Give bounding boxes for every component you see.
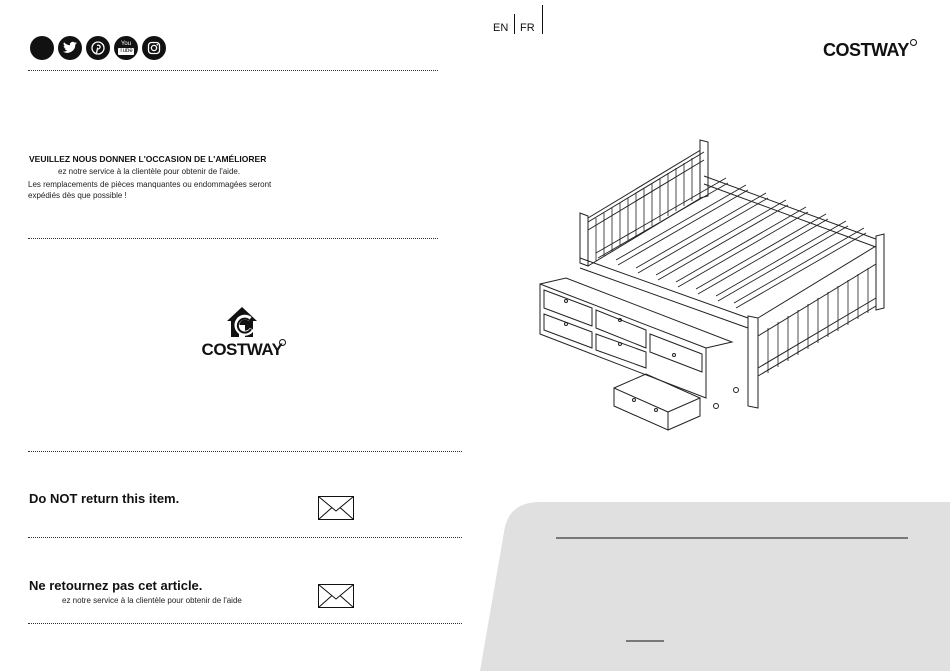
envelope-icon — [318, 496, 354, 520]
youtube-text-top: You — [120, 41, 132, 47]
center-logo-brand: COSTWAY — [201, 340, 283, 359]
center-logo: COSTWAY — [194, 305, 290, 360]
divider-3 — [28, 451, 462, 452]
instagram-icon[interactable] — [142, 36, 166, 60]
lang-separator — [514, 14, 515, 34]
youtube-text-bottom: Tube — [118, 48, 134, 55]
twitter-icon[interactable] — [58, 36, 82, 60]
registered-circle-icon — [910, 39, 917, 46]
daybed-illustration — [539, 139, 885, 431]
gray-panel — [480, 502, 950, 671]
envelope-icon — [318, 584, 354, 608]
feedback-heading: VEUILLEZ NOUS DONNER L'OCCASION DE L'AMÉ… — [29, 154, 267, 164]
lang-en[interactable]: EN — [493, 22, 509, 34]
social-icons: You Tube — [30, 36, 166, 60]
divider-2 — [28, 238, 438, 239]
feedback-line-3: expédiés dès que possible ! — [28, 191, 127, 200]
return-fr-title: Ne retournez pas cet article. — [29, 578, 203, 593]
divider-5 — [28, 623, 462, 624]
divider-1 — [28, 70, 438, 71]
house-logo-icon — [227, 307, 257, 337]
return-fr-subtitle: ez notre service à la clientèle pour obt… — [62, 596, 242, 605]
feedback-line-1: ez notre service à la clientèle pour obt… — [58, 167, 241, 176]
feedback-line-2: Les remplacements de pièces manquantes o… — [28, 180, 272, 189]
pinterest-icon[interactable] — [86, 36, 110, 60]
facebook-icon[interactable] — [30, 36, 54, 60]
lang-fr[interactable]: FR — [520, 22, 535, 34]
divider-4 — [28, 537, 462, 538]
brand-logo: COSTWAY — [823, 40, 909, 60]
lang-separator-right — [542, 5, 543, 34]
registered-circle-icon — [279, 339, 286, 346]
return-en-title: Do NOT return this item. — [29, 491, 180, 506]
youtube-icon[interactable]: You Tube — [114, 36, 138, 60]
